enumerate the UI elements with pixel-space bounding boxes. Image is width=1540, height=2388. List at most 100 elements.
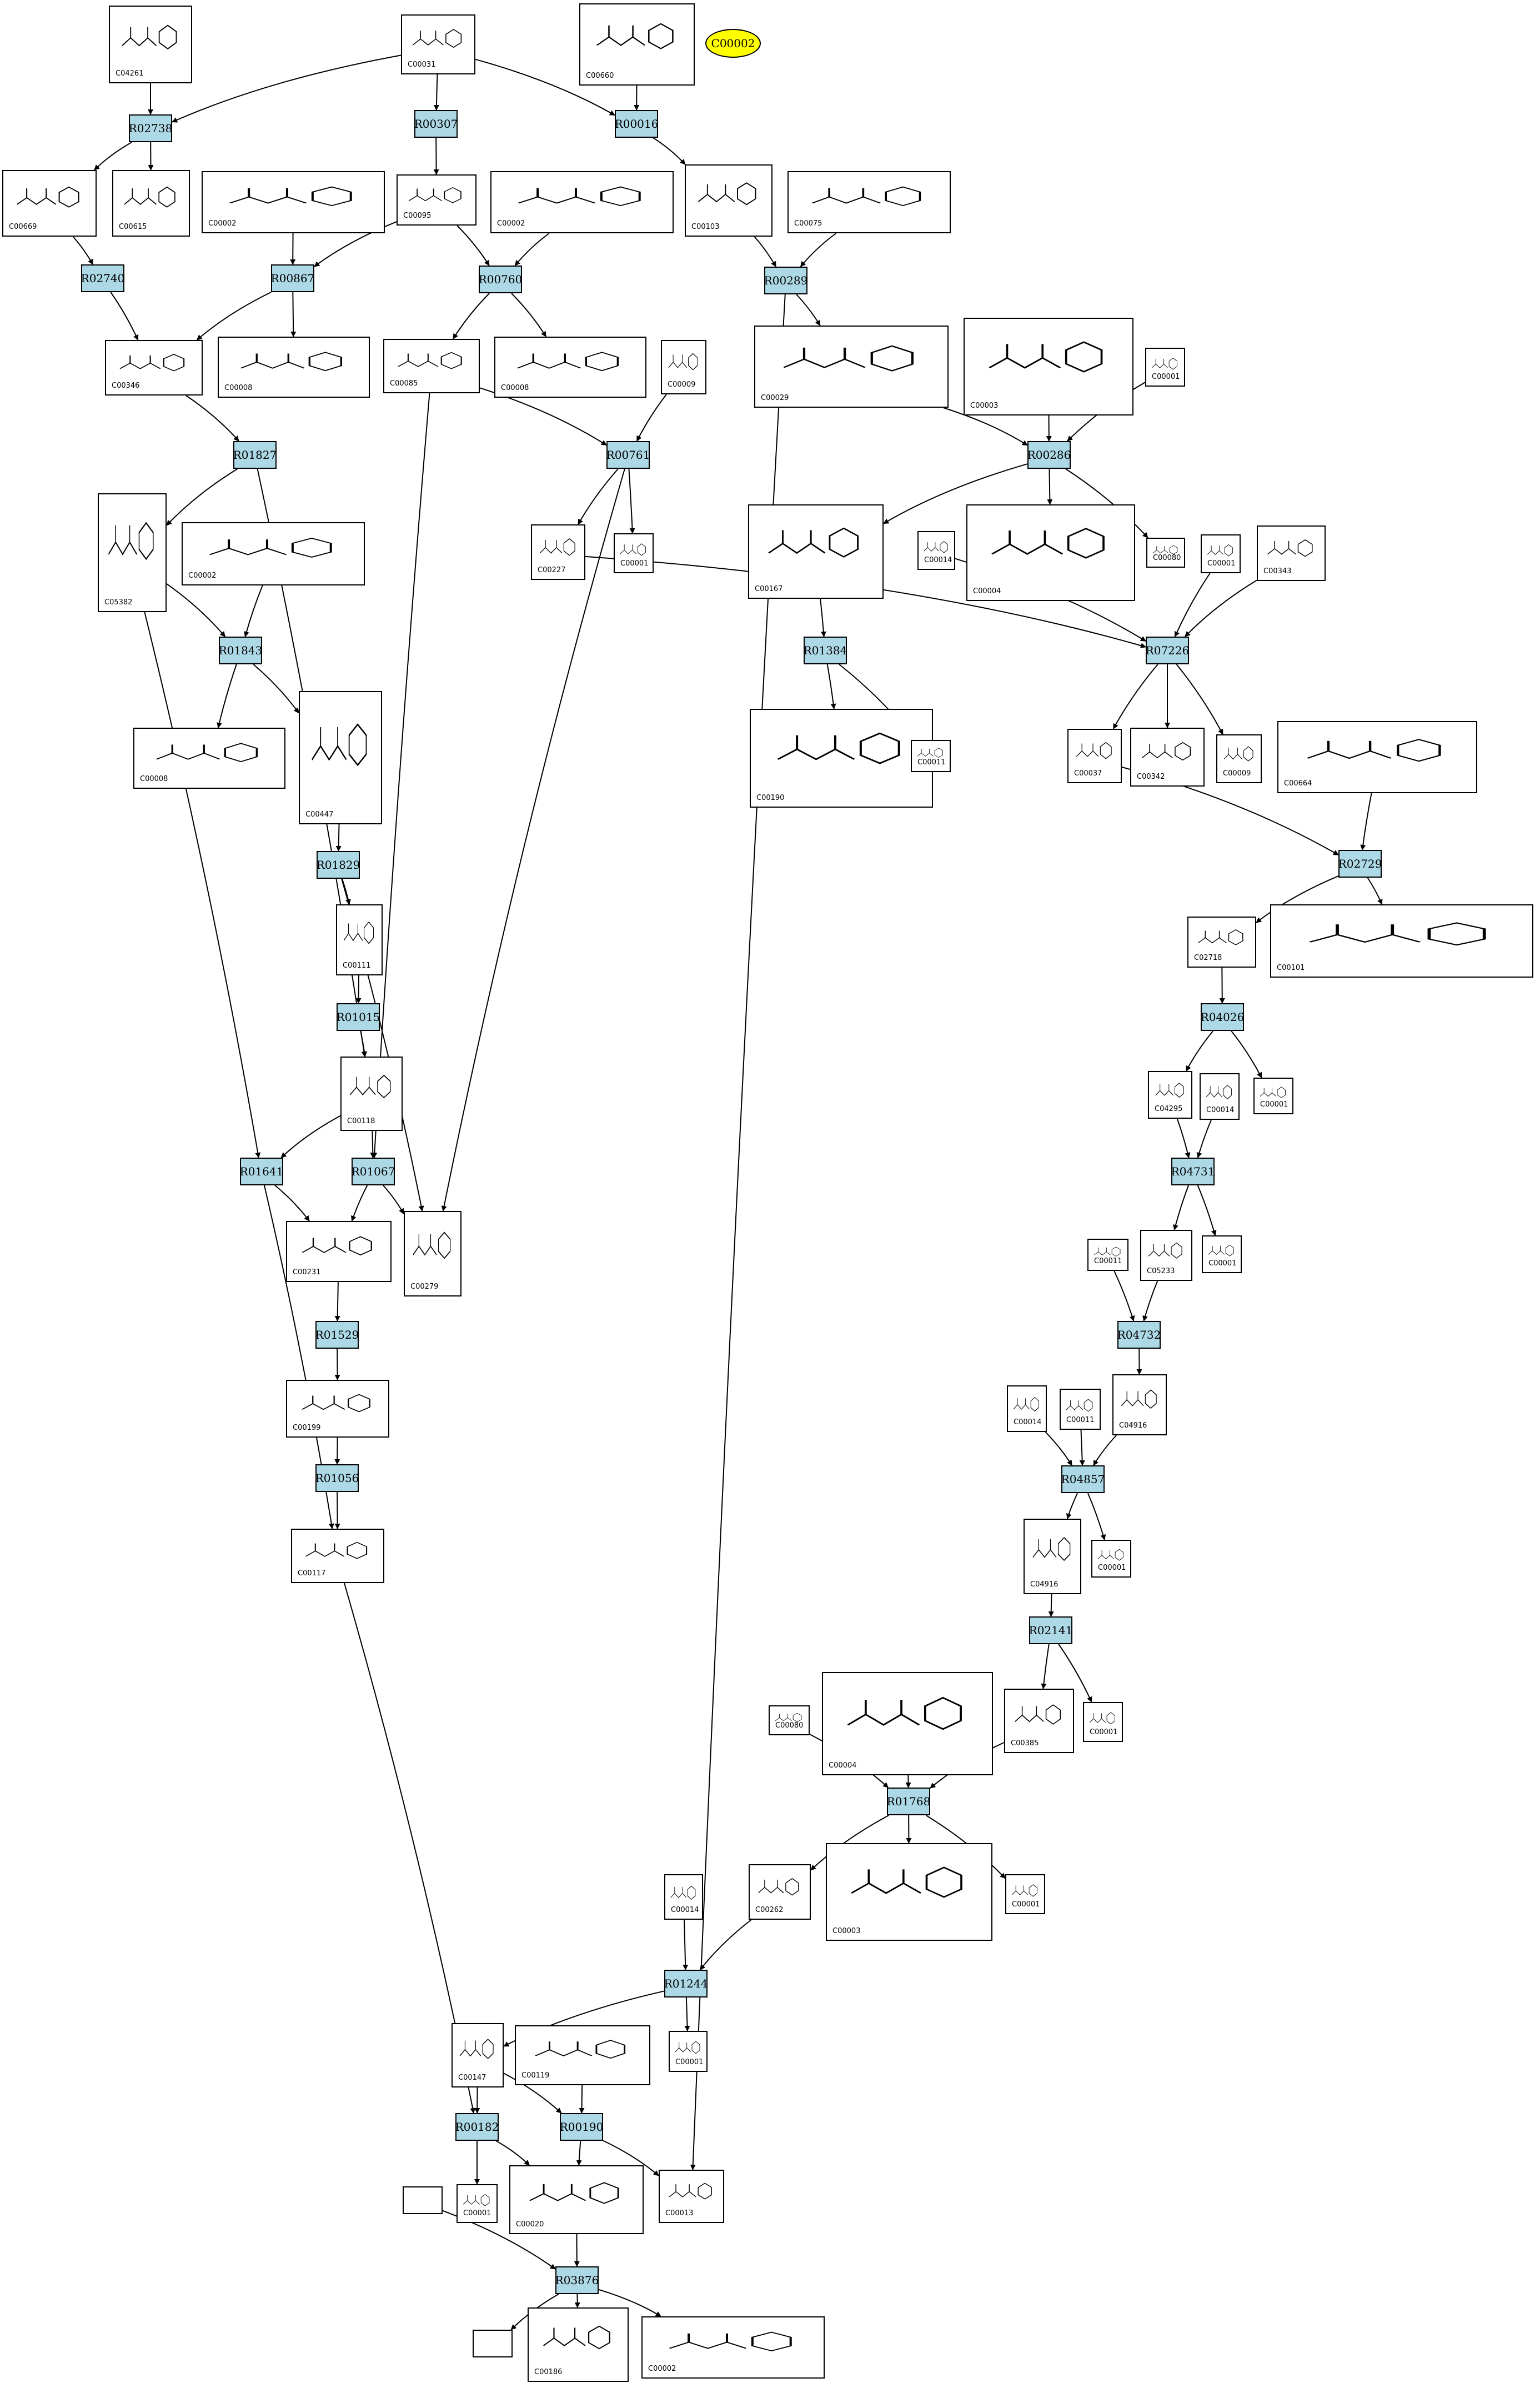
- compound-box-c00001c[interactable]: C00001: [1201, 534, 1241, 573]
- compound-box-c00095[interactable]: C00095: [397, 174, 476, 226]
- compound-box-c00103[interactable]: C00103: [685, 164, 772, 237]
- compound-box-c00001b[interactable]: C00001: [614, 533, 654, 573]
- reaction-r00307[interactable]: R00307: [414, 110, 458, 138]
- reaction-r03876[interactable]: R03876: [555, 2266, 599, 2294]
- compound-box-c00001f[interactable]: C00001: [1091, 1540, 1131, 1578]
- compound-box-c00118[interactable]: C00118: [340, 1057, 403, 1131]
- reaction-r00190[interactable]: R00190: [560, 2113, 603, 2141]
- reaction-r04026[interactable]: R04026: [1201, 1003, 1244, 1031]
- reaction-r01056[interactable]: R01056: [315, 1464, 359, 1492]
- reaction-r07226[interactable]: R07226: [1146, 637, 1189, 664]
- compound-box-c00346[interactable]: C00346: [105, 340, 203, 396]
- reaction-r00016[interactable]: R00016: [615, 110, 658, 138]
- compound-box-c00262[interactable]: C00262: [749, 1864, 811, 1920]
- compound-box-c00014d[interactable]: C00014: [664, 1874, 703, 1920]
- compound-box-c00031[interactable]: C00031: [401, 14, 475, 74]
- compound-box-c00199[interactable]: C00199: [286, 1380, 389, 1438]
- compound-box-c02718[interactable]: C02718: [1187, 917, 1256, 968]
- reaction-r00289[interactable]: R00289: [764, 267, 807, 294]
- compound-box-c00003a[interactable]: C00003: [964, 318, 1133, 415]
- compound-box-c00117[interactable]: C00117: [291, 1529, 384, 1583]
- compound-box-c00001d[interactable]: C00001: [1253, 1078, 1293, 1114]
- compound-box-c00119[interactable]: C00119: [515, 2025, 650, 2085]
- reaction-r02141[interactable]: R02141: [1029, 1616, 1072, 1644]
- compound-box-c04916b[interactable]: C04916: [1024, 1519, 1081, 1594]
- reaction-r00182[interactable]: R00182: [455, 2113, 499, 2141]
- compound-box-c00615[interactable]: C00615: [112, 170, 190, 237]
- compound-box-c00001i[interactable]: C00001: [669, 2031, 708, 2072]
- reaction-r00760[interactable]: R00760: [479, 266, 522, 293]
- reaction-r01843[interactable]: R01843: [219, 637, 262, 664]
- compound-box-c00014a[interactable]: C00014: [917, 531, 955, 570]
- compound-box-c00029[interactable]: C00029: [754, 326, 949, 408]
- reaction-r00286[interactable]: R00286: [1027, 441, 1071, 469]
- reaction-r01768[interactable]: R01768: [887, 1788, 930, 1815]
- compound-box-c00664[interactable]: C00664: [1277, 721, 1477, 793]
- compound-box-c00343[interactable]: C00343: [1257, 525, 1326, 581]
- compound-box-c04261[interactable]: C04261: [109, 6, 192, 83]
- compound-box-c00167[interactable]: C00167: [748, 504, 884, 599]
- compound-box-c00008c[interactable]: C00008: [133, 728, 285, 789]
- reaction-r02738[interactable]: R02738: [129, 114, 172, 142]
- compound-box-c00231[interactable]: C00231: [286, 1221, 392, 1282]
- reaction-r04857[interactable]: R04857: [1061, 1465, 1105, 1493]
- compound-box-c04295[interactable]: C04295: [1148, 1071, 1192, 1119]
- reaction-r01015[interactable]: R01015: [337, 1003, 380, 1031]
- reaction-r01827[interactable]: R01827: [233, 441, 277, 469]
- compound-box-c00227[interactable]: C00227: [531, 524, 585, 580]
- compound-box-c00011c[interactable]: C00011: [1060, 1389, 1101, 1430]
- compound-box-c00111[interactable]: C00111: [336, 904, 383, 975]
- reaction-r01067[interactable]: R01067: [352, 1158, 395, 1185]
- compound-box-c05382[interactable]: C05382: [98, 493, 167, 612]
- compound-box-blank1[interactable]: [403, 2186, 443, 2214]
- compound-box-c00001h[interactable]: C00001: [1005, 1874, 1045, 1914]
- compound-box-c00385[interactable]: C00385: [1004, 1689, 1074, 1753]
- compound-box-c00447[interactable]: C00447: [299, 691, 382, 824]
- compound-box-c00011b[interactable]: C00011: [1087, 1239, 1128, 1271]
- compound-box-c00008b[interactable]: C00008: [494, 337, 646, 398]
- compound-box-c00001e[interactable]: C00001: [1202, 1235, 1242, 1273]
- reaction-r01244[interactable]: R01244: [664, 1970, 708, 1997]
- compound-box-c00002d[interactable]: C00002: [641, 2316, 825, 2379]
- compound-box-c00085[interactable]: C00085: [383, 339, 480, 393]
- compound-box-c00002c[interactable]: C00002: [182, 522, 365, 585]
- reaction-r04732[interactable]: R04732: [1117, 1321, 1161, 1349]
- compound-box-c04916[interactable]: C04916: [1112, 1374, 1167, 1435]
- compound-box-c00001a[interactable]: C00001: [1145, 348, 1185, 387]
- compound-box-c00008a[interactable]: C00008: [218, 337, 370, 398]
- reaction-r01529[interactable]: R01529: [315, 1321, 359, 1349]
- reaction-r00761[interactable]: R00761: [606, 441, 650, 469]
- compound-box-c00001g[interactable]: C00001: [1083, 1702, 1123, 1742]
- compound-box-c00014c[interactable]: C00014: [1007, 1385, 1047, 1432]
- compound-box-c00279[interactable]: C00279: [404, 1211, 462, 1296]
- reaction-r02729[interactable]: R02729: [1338, 850, 1382, 878]
- compound-box-c00190[interactable]: C00190: [750, 709, 933, 808]
- compound-box-c00002a[interactable]: C00002: [202, 171, 385, 233]
- reaction-r01641[interactable]: R01641: [240, 1158, 283, 1185]
- compound-box-c00186[interactable]: C00186: [528, 2307, 629, 2382]
- compound-box-c00342[interactable]: C00342: [1130, 728, 1205, 787]
- reaction-r04731[interactable]: R04731: [1171, 1158, 1215, 1185]
- compound-box-c00004b[interactable]: C00004: [822, 1672, 993, 1775]
- compound-box-c00001j[interactable]: C00001: [457, 2184, 498, 2223]
- compound-box-c05233[interactable]: C05233: [1140, 1230, 1192, 1281]
- compound-box-c00013[interactable]: C00013: [659, 2170, 724, 2223]
- compound-box-c00147[interactable]: C00147: [452, 2023, 504, 2087]
- reaction-r01829[interactable]: R01829: [317, 851, 360, 879]
- compound-box-c00101[interactable]: C00101: [1270, 904, 1533, 978]
- reaction-r01384[interactable]: R01384: [804, 637, 847, 664]
- compound-box-c00004a[interactable]: C00004: [966, 504, 1135, 601]
- compound-box-c00009b[interactable]: C00009: [1216, 734, 1262, 783]
- compound-box-c00080b[interactable]: C00080: [769, 1705, 810, 1735]
- compound-ellipse-c00002[interactable]: C00002: [705, 29, 761, 58]
- reaction-r00867[interactable]: R00867: [271, 264, 314, 292]
- compound-box-c00020[interactable]: C00020: [509, 2165, 644, 2234]
- compound-box-blank2[interactable]: [473, 2330, 513, 2357]
- compound-box-c00014b[interactable]: C00014: [1200, 1073, 1240, 1120]
- compound-box-c00009[interactable]: C00009: [661, 340, 706, 394]
- reaction-r02740[interactable]: R02740: [81, 264, 124, 292]
- compound-box-c00037[interactable]: C00037: [1067, 729, 1122, 783]
- compound-box-c00660[interactable]: C00660: [579, 3, 695, 86]
- compound-box-c00075[interactable]: C00075: [787, 171, 951, 233]
- compound-box-c00080a[interactable]: C00080: [1146, 538, 1185, 568]
